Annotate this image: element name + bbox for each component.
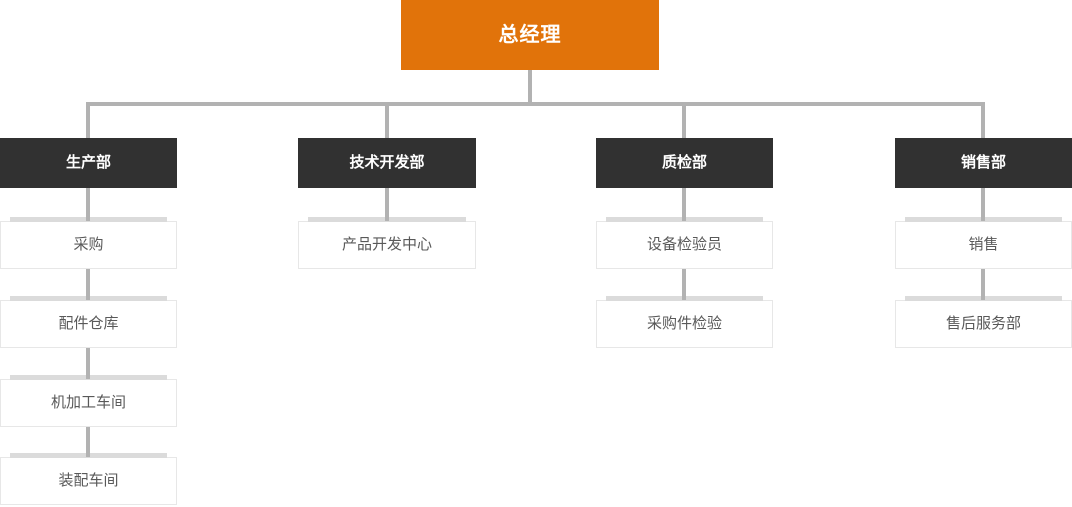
org-node-production-dept: 生产部 <box>0 138 177 188</box>
connector-drop-quality <box>682 102 686 138</box>
org-node-parts-warehouse: 配件仓库 <box>0 296 177 348</box>
org-node-after-sales-service: 售后服务部 <box>895 296 1072 348</box>
connector-col3-seg2 <box>682 269 686 300</box>
org-node-procurement: 采购 <box>0 217 177 269</box>
org-node-product-dev-center: 产品开发中心 <box>298 217 476 269</box>
org-node-sales: 销售 <box>895 217 1072 269</box>
org-node-equipment-inspector: 设备检验员 <box>596 217 773 269</box>
connector-col1-seg1 <box>86 188 90 221</box>
connector-col1-seg3 <box>86 348 90 379</box>
connector-drop-tech <box>385 102 389 138</box>
connector-col2-seg1 <box>385 188 389 221</box>
connector-col4-seg2 <box>981 269 985 300</box>
connector-col1-seg4 <box>86 427 90 457</box>
org-node-tech-development-dept: 技术开发部 <box>298 138 476 188</box>
org-node-sales-dept: 销售部 <box>895 138 1072 188</box>
org-node-general-manager: 总经理 <box>401 0 659 70</box>
connector-col1-seg2 <box>86 269 90 300</box>
connector-col4-seg1 <box>981 188 985 221</box>
connector-level1-rail <box>86 102 985 106</box>
org-node-assembly-workshop: 装配车间 <box>0 453 177 505</box>
org-node-machining-workshop: 机加工车间 <box>0 375 177 427</box>
connector-drop-production <box>86 102 90 138</box>
org-node-quality-inspection-dept: 质检部 <box>596 138 773 188</box>
org-node-purchased-parts-inspection: 采购件检验 <box>596 296 773 348</box>
connector-root-drop <box>528 70 532 102</box>
connector-col3-seg1 <box>682 188 686 221</box>
connector-drop-sales <box>981 102 985 138</box>
